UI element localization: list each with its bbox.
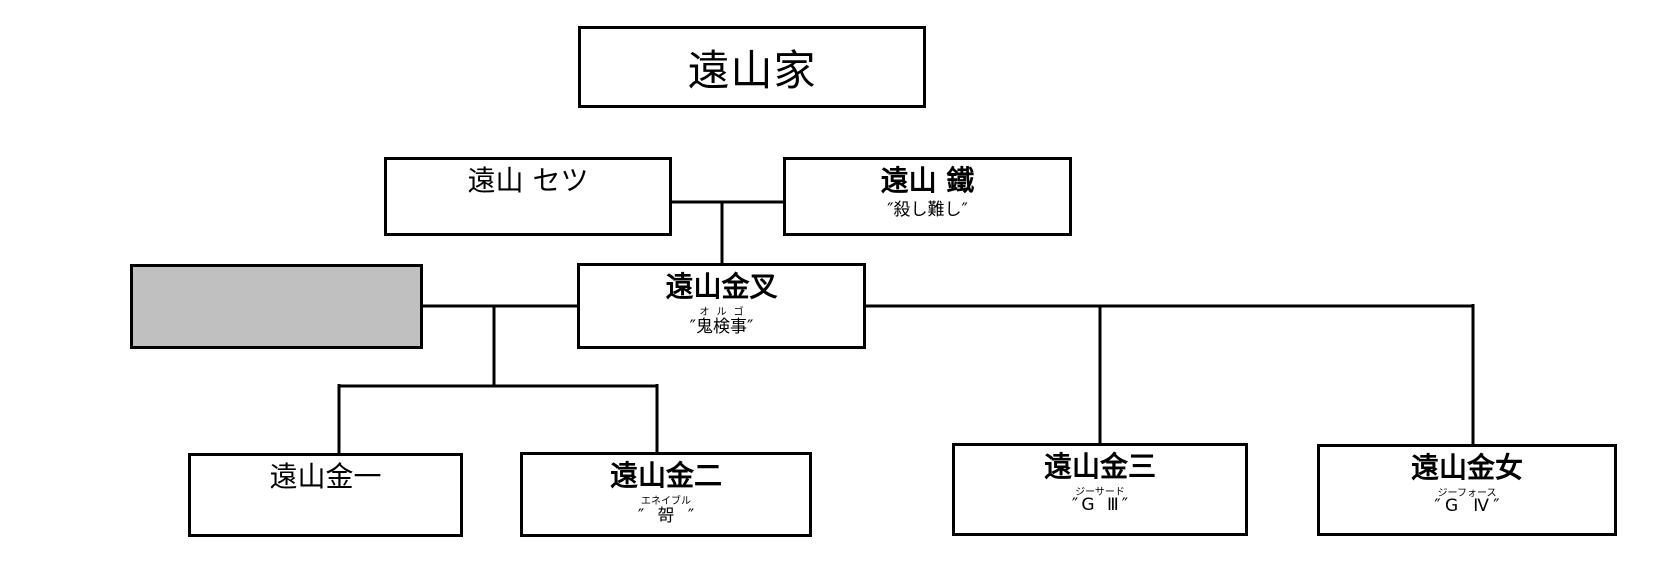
- person-box-kinji: 遠山金二 ″哿エネイブル″: [520, 452, 812, 537]
- person-name: 遠山金女: [1410, 451, 1523, 484]
- person-name: 遠山金二: [609, 459, 722, 492]
- person-box-kinichi: 遠山金一: [188, 453, 463, 537]
- person-alias: ″哿エネイブル″: [637, 496, 695, 527]
- person-box-setsu: 遠山 セツ: [384, 157, 672, 236]
- person-name: 遠山金三: [1043, 450, 1156, 483]
- person-box-tetsu: 遠山 鐵 ″殺し難し″: [783, 157, 1072, 236]
- person-alias: ″殺し難し″: [887, 200, 968, 221]
- person-alias: ″GⅢジーサード″: [1071, 487, 1129, 516]
- person-box-kinsa: 遠山金叉 ″鬼検事オルゴ″: [577, 263, 866, 349]
- person-name: 遠山金一: [269, 460, 382, 493]
- family-title-label: 遠山家: [687, 45, 817, 95]
- family-title-box: 遠山家: [578, 26, 926, 108]
- person-box-unknown-spouse: [130, 264, 423, 349]
- person-box-kinjo: 遠山金女 ″GⅣジーフォース″: [1317, 444, 1617, 536]
- person-name: 遠山 鐵: [880, 164, 975, 197]
- person-alias: ″GⅣジーフォース″: [1434, 488, 1500, 517]
- person-name: 遠山 セツ: [467, 164, 589, 197]
- person-name: 遠山金叉: [665, 270, 778, 303]
- person-box-kinzo: 遠山金三 ″GⅢジーサード″: [952, 443, 1248, 536]
- person-alias: ″鬼検事オルゴ″: [689, 307, 754, 338]
